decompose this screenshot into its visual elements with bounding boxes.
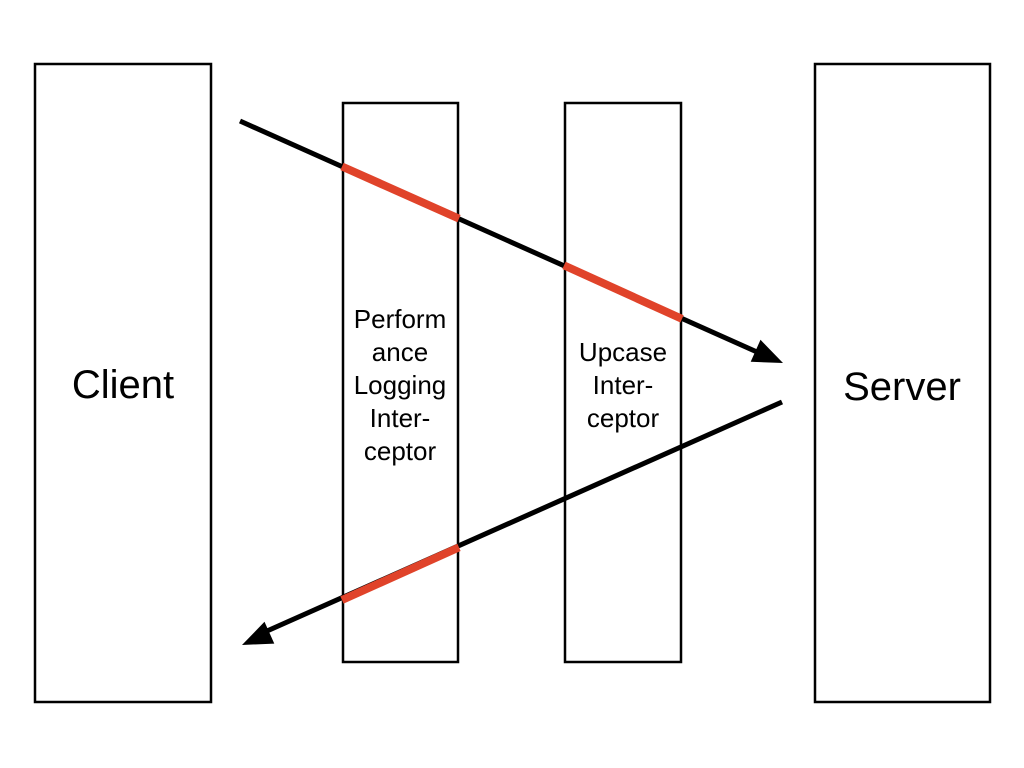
server-label: Server [843, 365, 961, 409]
performance-label-line-1: Perform [354, 304, 446, 334]
client-box [33, 62, 213, 704]
request-arrowhead-icon [750, 339, 783, 363]
upcase-interceptor-label: Upcase Inter- ceptor [579, 337, 667, 433]
upcase-interceptor-box [563, 101, 683, 664]
response-arrowhead-icon [242, 621, 275, 645]
upcase-label-line-2: Inter- [593, 370, 654, 400]
performance-label-line-2: ance [372, 337, 428, 367]
performance-label-line-4: Inter- [370, 403, 431, 433]
client-label: Client [72, 363, 174, 407]
performance-label-line-5: ceptor [364, 436, 437, 466]
performance-interceptor-label: Perform ance Logging Inter- ceptor [354, 304, 447, 466]
server-box [813, 62, 992, 704]
performance-label-line-3: Logging [354, 370, 447, 400]
upcase-label-line-3: ceptor [587, 403, 660, 433]
response-intercept-highlight-performance [340, 543, 461, 604]
request-intercept-highlight-upcase [562, 261, 684, 323]
request-intercept-highlight-performance [340, 162, 461, 223]
upcase-label-line-1: Upcase [579, 337, 667, 367]
